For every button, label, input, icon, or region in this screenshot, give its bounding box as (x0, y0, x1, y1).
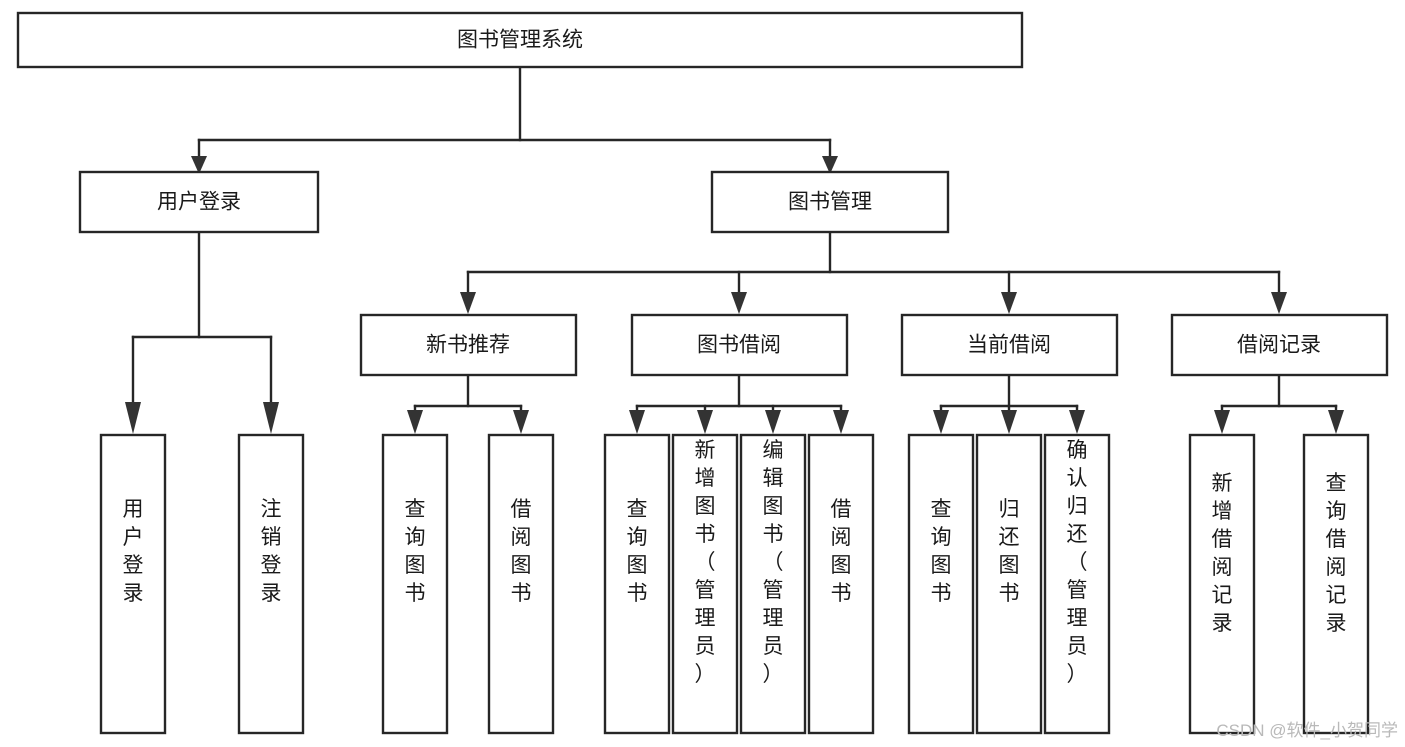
arrow-bm-to-borrow-record (1271, 292, 1287, 314)
node-leaf-query-book-3-box[interactable] (907, 433, 975, 735)
node-leaf-query-record-box[interactable] (1302, 433, 1370, 735)
node-user-login[interactable]: 用户登录 (78, 170, 320, 234)
node-leaf-user-login-box[interactable] (99, 433, 167, 735)
arrow-br-to-leaf2 (1328, 410, 1344, 434)
node-book-manage-label: 图书管理 (788, 191, 872, 214)
node-leaf-query-book-2-box[interactable] (603, 433, 671, 735)
node-leaf-user-login[interactable]: 用户登录 (99, 433, 167, 735)
node-borrow-record[interactable]: 借阅记录 (1170, 313, 1389, 377)
node-root[interactable]: 图书管理系统 (16, 11, 1024, 69)
node-leaf-query-book-3[interactable]: 查询图书 (907, 433, 975, 735)
node-leaf-query-book-1-label: 查询图书 (405, 498, 426, 605)
arrow-bb-to-leaf3 (765, 410, 781, 434)
node-leaf-confirm-return-box[interactable] (1043, 433, 1111, 735)
node-new-book-recommend-label: 新书推荐 (426, 334, 510, 357)
node-leaf-user-logout-label: 注销登录 (261, 498, 282, 605)
node-leaf-query-book-2-label: 查询图书 (627, 498, 648, 605)
node-leaf-query-record-label: 查询借阅记录 (1326, 472, 1347, 635)
node-leaf-user-logout[interactable]: 注销登录 (237, 433, 305, 735)
arrow-bm-to-book-borrow (731, 292, 747, 314)
node-leaf-edit-book-box[interactable] (739, 433, 807, 735)
node-borrow-record-box[interactable] (1170, 313, 1389, 377)
arrow-cb-to-leaf3 (1069, 410, 1085, 434)
node-new-book-recommend[interactable]: 新书推荐 (359, 313, 578, 377)
arrow-root-to-user-login (191, 156, 207, 174)
node-leaf-borrow-book-2-label: 借阅图书 (831, 498, 852, 605)
node-leaf-add-record[interactable]: 新增借阅记录 (1188, 433, 1256, 735)
node-leaf-query-record[interactable]: 查询借阅记录 (1302, 433, 1370, 735)
arrow-cb-to-leaf1 (933, 410, 949, 434)
node-current-borrow-box[interactable] (900, 313, 1119, 377)
node-leaf-return-book[interactable]: 归还图书 (975, 433, 1043, 735)
arrow-nb-to-leaf2 (513, 410, 529, 434)
node-book-borrow[interactable]: 图书借阅 (630, 313, 849, 377)
arrow-br-to-leaf1 (1214, 410, 1230, 434)
node-leaf-add-book-label: 新增图书（管理员） (695, 439, 716, 686)
edge-layer (125, 65, 1344, 434)
node-leaf-add-book-box[interactable] (671, 433, 739, 735)
node-new-book-recommend-box[interactable] (359, 313, 578, 377)
node-leaf-return-book-label: 归还图书 (999, 498, 1020, 605)
node-leaf-return-book-box[interactable] (975, 433, 1043, 735)
arrow-root-to-book-manage (822, 156, 838, 174)
node-current-borrow-label: 当前借阅 (967, 334, 1051, 357)
node-leaf-add-record-box[interactable] (1188, 433, 1256, 735)
node-leaf-borrow-book-1[interactable]: 借阅图书 (487, 433, 555, 735)
arrow-bm-to-new-book (460, 292, 476, 314)
node-leaf-edit-book-label: 编辑图书（管理员） (763, 439, 784, 686)
arrow-cb-to-leaf2 (1001, 410, 1017, 434)
node-user-login-box[interactable] (78, 170, 320, 234)
node-leaf-edit-book[interactable]: 编辑图书（管理员） (739, 433, 807, 735)
node-root-box[interactable] (16, 11, 1024, 69)
node-book-borrow-box[interactable] (630, 313, 849, 377)
arrow-bb-to-leaf2 (697, 410, 713, 434)
arrow-ul-to-leaf2 (263, 402, 279, 434)
csdn-watermark: CSDN @软件_小贺同学 (1216, 721, 1398, 740)
node-leaf-user-logout-box[interactable] (237, 433, 305, 735)
node-leaf-borrow-book-2-box[interactable] (807, 433, 875, 735)
node-current-borrow[interactable]: 当前借阅 (900, 313, 1119, 377)
node-leaf-query-book-1[interactable]: 查询图书 (381, 433, 449, 735)
node-leaf-confirm-return-label: 确认归还（管理员） (1067, 439, 1088, 686)
node-book-manage[interactable]: 图书管理 (710, 170, 950, 234)
node-leaf-add-book[interactable]: 新增图书（管理员） (671, 433, 739, 735)
node-user-login-label: 用户登录 (157, 191, 241, 214)
arrow-bb-to-leaf1 (629, 410, 645, 434)
node-leaf-borrow-book-1-label: 借阅图书 (511, 498, 532, 605)
node-leaf-borrow-book-2[interactable]: 借阅图书 (807, 433, 875, 735)
node-book-manage-box[interactable] (710, 170, 950, 234)
node-book-borrow-label: 图书借阅 (697, 334, 781, 357)
node-leaf-add-record-label: 新增借阅记录 (1212, 472, 1233, 635)
node-leaf-query-book-1-box[interactable] (381, 433, 449, 735)
node-leaf-query-book-3-label: 查询图书 (931, 498, 952, 605)
arrow-nb-to-leaf1 (407, 410, 423, 434)
node-leaf-query-book-2[interactable]: 查询图书 (603, 433, 671, 735)
arrow-bm-to-current-borrow (1001, 292, 1017, 314)
node-leaf-user-login-label: 用户登录 (123, 498, 144, 605)
node-leaf-confirm-return[interactable]: 确认归还（管理员） (1043, 433, 1111, 735)
node-borrow-record-label: 借阅记录 (1237, 334, 1321, 357)
arrow-ul-to-leaf1 (125, 402, 141, 434)
arrow-bb-to-leaf4 (833, 410, 849, 434)
node-root-label: 图书管理系统 (457, 29, 583, 52)
node-leaf-borrow-book-1-box[interactable] (487, 433, 555, 735)
